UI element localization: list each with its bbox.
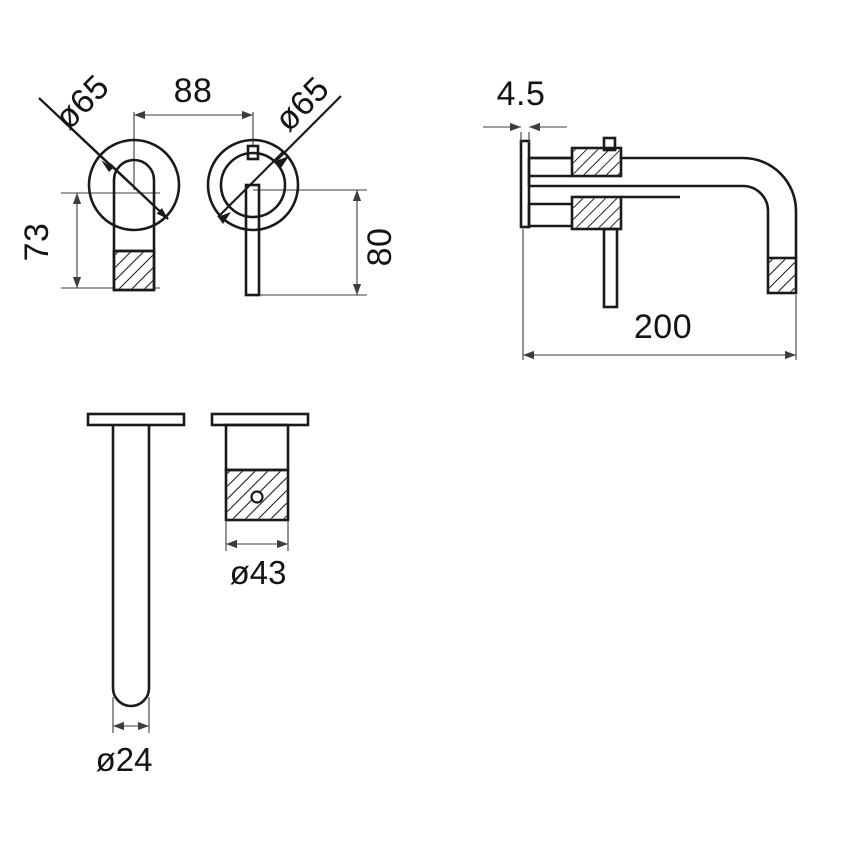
dimension-label-4-5: 4.5 <box>497 75 546 113</box>
dimension-label-dia-43: ø43 <box>230 554 287 591</box>
front-view-spout-assembly <box>206 95 367 297</box>
dimension-dia-24 <box>112 697 150 733</box>
upper-collar-outline <box>570 146 623 178</box>
tube-body <box>111 425 151 708</box>
spout-escutcheon-inner-circle <box>219 151 287 219</box>
dimension-label-80: 80 <box>361 228 399 267</box>
cartridge-core-outline <box>224 468 290 522</box>
cartridge-body-section-view <box>210 412 310 551</box>
dimension-dia-43 <box>225 520 289 551</box>
upper-collar-post <box>602 136 617 152</box>
upper-collar-hatch <box>573 149 620 175</box>
lower-collar-outline <box>570 195 623 231</box>
aerator-hatch <box>769 259 795 292</box>
tube-flange <box>86 412 186 427</box>
handle-escutcheon-circle <box>87 138 181 232</box>
spout-inner-profile <box>529 184 770 258</box>
spout-tube-section-view <box>86 412 186 733</box>
side-view-spout-assembly <box>519 136 798 309</box>
dia-65-right-leader <box>217 95 342 224</box>
dia-65-right-arrow-lower <box>218 212 231 224</box>
cartridge-bore-hole <box>250 490 264 504</box>
spout-lever-stem <box>244 183 261 297</box>
dia-65-right-arrow-upper <box>276 156 289 168</box>
spout-outer-profile <box>529 156 798 258</box>
aerator-outline <box>766 256 798 295</box>
handle-lever-hatch <box>115 251 153 289</box>
dimension-200 <box>522 229 797 360</box>
spout-top-tab <box>246 144 260 161</box>
lower-collar-hatch <box>573 198 620 228</box>
dimension-4-5 <box>483 122 567 143</box>
dimension-label-dia-24: ø24 <box>96 741 153 778</box>
side-handle-lever <box>602 227 619 309</box>
dia-65-left-arrow-upper <box>101 160 113 172</box>
dimension-label-73: 73 <box>18 223 56 262</box>
handle-lever-body <box>112 158 156 292</box>
dimension-label-88: 88 <box>174 72 213 110</box>
dia-65-left-leader <box>38 97 169 220</box>
spout-escutcheon-outer-circle <box>206 138 300 232</box>
dimension-label-200: 200 <box>634 308 692 346</box>
